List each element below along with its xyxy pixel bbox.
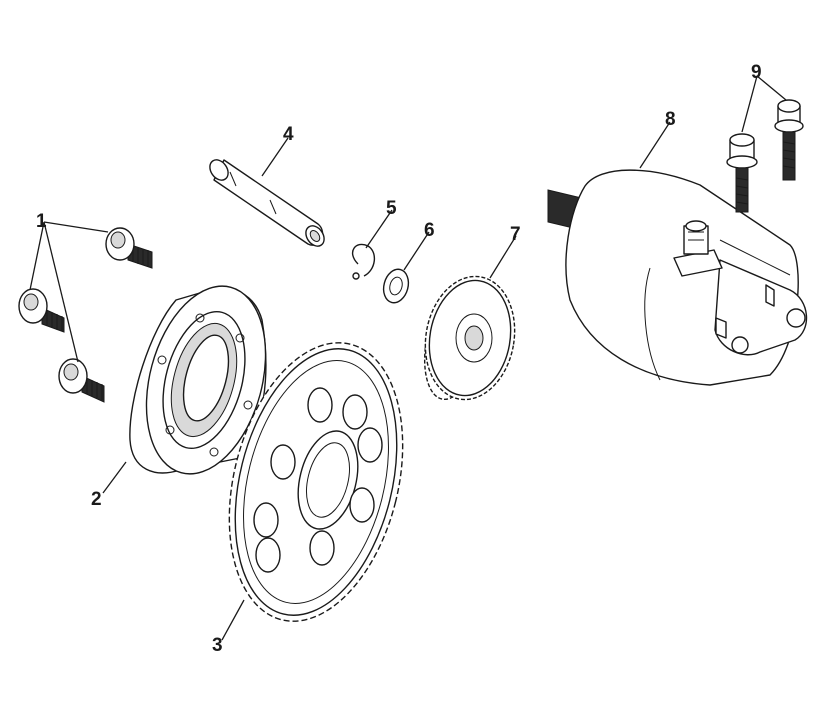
part-1-bolt-bottom <box>58 358 105 403</box>
part-8-starter-motor <box>547 169 808 386</box>
part-5-circlip <box>352 243 375 280</box>
part-6-washer <box>382 268 410 304</box>
callout-4: 4 <box>283 124 294 145</box>
part-9-bolt-left <box>726 133 758 213</box>
callout-8: 8 <box>665 109 676 130</box>
callout-9: 9 <box>751 62 762 83</box>
part-9-bolt-right <box>774 99 804 181</box>
part-1-bolt-middle <box>18 288 65 333</box>
leader-lines <box>29 75 787 641</box>
callout-7: 7 <box>510 224 521 245</box>
part-4-shaft <box>209 159 325 247</box>
callout-3: 3 <box>212 635 223 656</box>
part-2-clutch-housing <box>129 285 267 475</box>
callout-5: 5 <box>386 198 397 219</box>
callout-6: 6 <box>424 220 435 241</box>
part-7-idler-gear <box>423 275 516 401</box>
callout-2: 2 <box>91 489 102 510</box>
part-3-driven-gear <box>228 342 404 622</box>
callout-1: 1 <box>36 211 47 232</box>
part-1-bolt-top <box>105 227 153 269</box>
